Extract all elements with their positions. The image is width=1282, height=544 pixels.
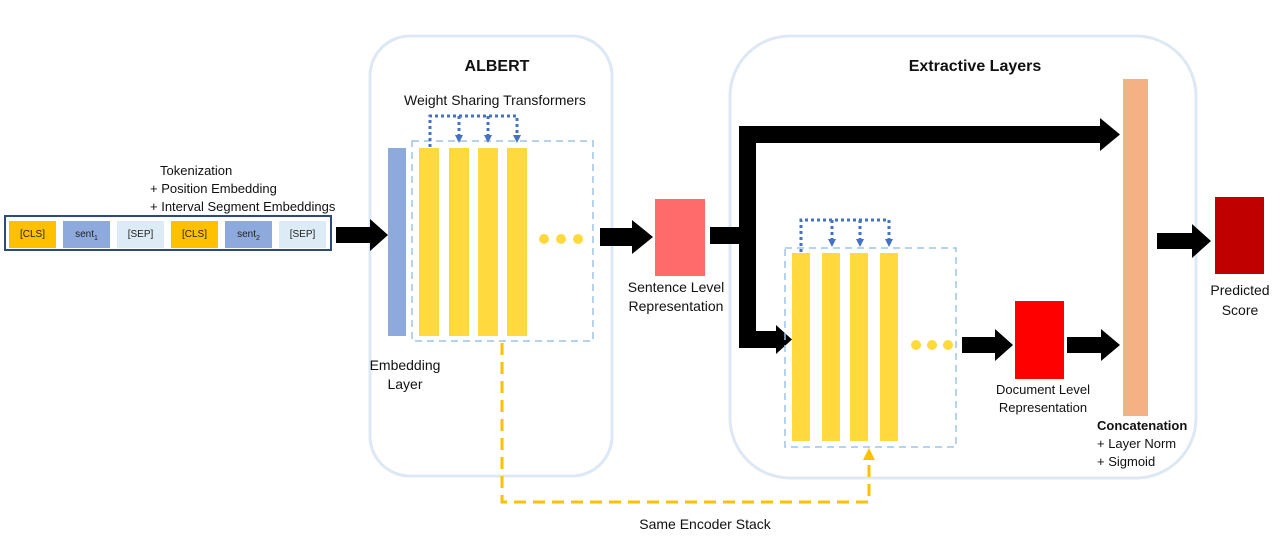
document-repr-label-line2: Representation (998, 400, 1088, 415)
score-label: Score (1221, 302, 1259, 318)
extractive-transformer-4 (880, 253, 898, 441)
segment-embeddings-label: + Interval Segment Embeddings (150, 199, 336, 214)
extractive-panel (728, 34, 1198, 480)
token-box-cls-1 (9, 221, 56, 248)
token-sep-2: [SEP] (289, 229, 316, 240)
sigmoid-label: + Sigmoid (1097, 454, 1156, 469)
sentence-repr-label-line1: Sentence Level (627, 279, 725, 295)
token-sent-1: sent1 (75, 229, 98, 242)
albert-transformer-2 (449, 148, 469, 336)
concatenation-bar (1123, 79, 1148, 416)
same-encoder-stack-label: Same Encoder Stack (639, 516, 771, 532)
weight-sharing-label: Weight Sharing Transformers (404, 92, 586, 108)
branch-paths (710, 118, 1120, 354)
embedding-layer-label-line1: Embedding (369, 357, 441, 373)
albert-title: ALBERT (464, 58, 530, 75)
same-encoder-link (500, 343, 875, 504)
token-box-sent-2 (225, 221, 272, 248)
token-sep-1: [SEP] (127, 229, 154, 240)
position-embedding-label: + Position Embedding (150, 181, 277, 196)
albert-weight-sharing-arrows (428, 114, 521, 147)
predicted-score-box (1215, 197, 1264, 274)
albert-transformer-1 (419, 148, 439, 336)
extractive-ellipsis-dots (911, 340, 953, 350)
extractive-transformer-dashed-box (784, 247, 957, 448)
token-box-cls-2 (171, 221, 218, 248)
extractive-transformer-1 (792, 253, 810, 441)
arrow-document-to-concat (1067, 329, 1120, 361)
sentence-representation-box (655, 199, 705, 276)
concatenation-label: Concatenation (1097, 418, 1188, 433)
extractive-weight-sharing-arrows (799, 218, 893, 252)
document-representation-box (1015, 301, 1064, 379)
arrow-concat-to-score (1157, 224, 1211, 258)
token-cls-1: [CLS] (19, 229, 45, 240)
albert-transformer-3 (478, 148, 498, 336)
arrow-transformer-to-document (962, 329, 1013, 361)
token-box-sent-1 (63, 221, 110, 248)
tokenization-label: Tokenization (160, 163, 233, 178)
token-box-sep-2 (279, 221, 326, 248)
arrow-albert-to-sentence (600, 220, 653, 254)
arrow-input-to-embedding (336, 219, 388, 251)
token-sent-2: sent2 (237, 229, 260, 242)
sentence-repr-label-line2: Representation (628, 298, 724, 314)
token-boxes (9, 221, 326, 248)
embedding-layer-label-line2: Layer (387, 376, 423, 392)
extractive-transformer-3 (850, 253, 868, 441)
embedding-layer-bar (388, 148, 406, 336)
albert-transformer-dashed-box (411, 140, 594, 342)
token-cls-2: [CLS] (181, 229, 207, 240)
token-box-sep-1 (117, 221, 164, 248)
layer-norm-label: + Layer Norm (1097, 436, 1177, 451)
albert-ellipsis-dots (539, 234, 583, 244)
extractive-title: Extractive Layers (908, 58, 1042, 75)
document-repr-label-line1: Document Level (996, 382, 1090, 397)
predicted-label: Predicted (1210, 282, 1270, 298)
input-sequence-box (4, 215, 332, 251)
albert-panel (368, 34, 614, 478)
albert-transformer-4 (507, 148, 527, 336)
extractive-transformer-2 (822, 253, 840, 441)
